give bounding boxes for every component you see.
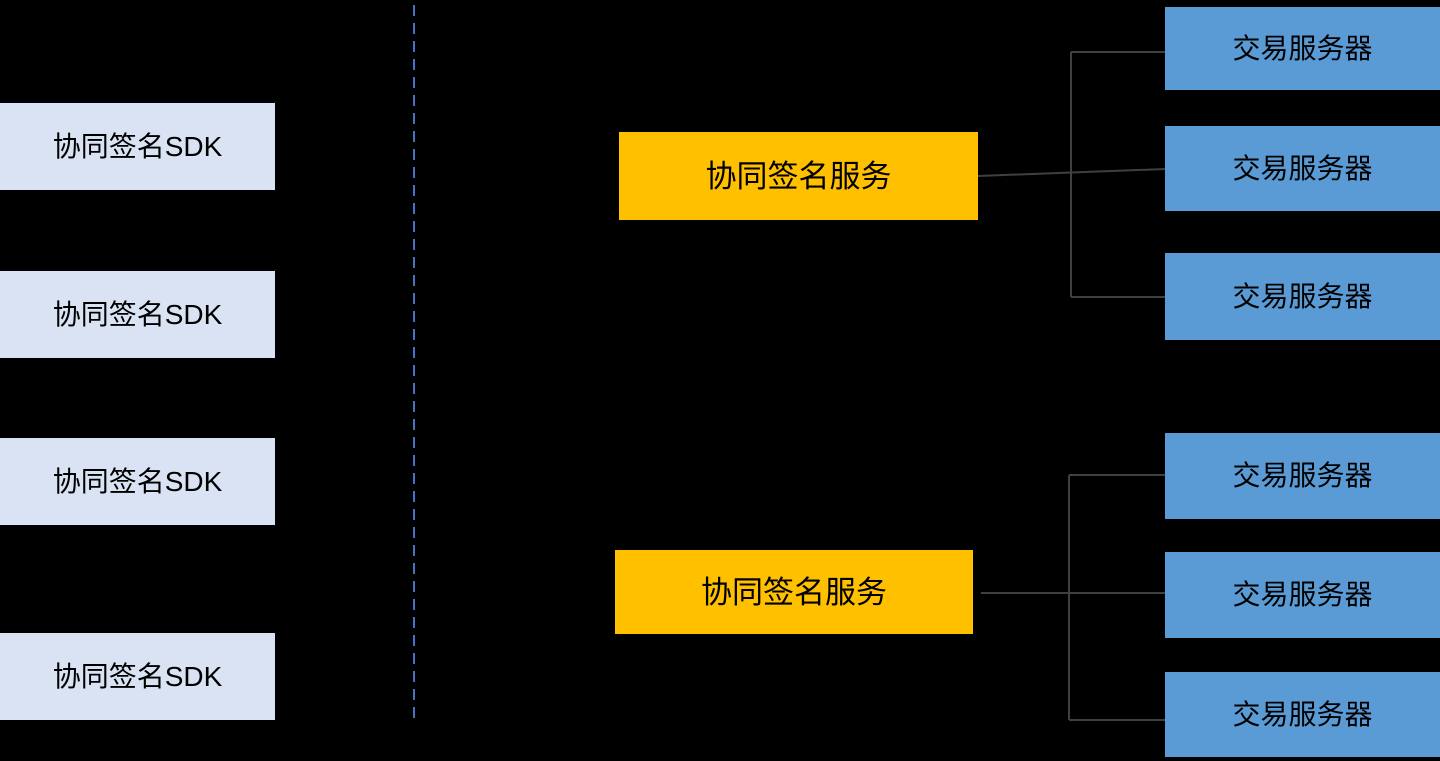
sdk-node-1-label: 协同签名SDK xyxy=(52,130,223,162)
server-node-3-label: 交易服务器 xyxy=(1232,280,1373,312)
sdk-node-4: 协同签名SDK xyxy=(0,633,275,720)
sdk-node-3: 协同签名SDK xyxy=(0,438,275,525)
server-node-6: 交易服务器 xyxy=(1165,672,1440,757)
sdk-node-3-label: 协同签名SDK xyxy=(52,465,223,497)
sdk-node-1: 协同签名SDK xyxy=(0,103,275,190)
service-node-2-label: 协同签名服务 xyxy=(701,574,887,610)
sdk-node-2-label: 协同签名SDK xyxy=(52,298,223,330)
server-node-1: 交易服务器 xyxy=(1165,7,1440,90)
server-node-6-label: 交易服务器 xyxy=(1232,698,1373,730)
server-node-3: 交易服务器 xyxy=(1165,253,1440,340)
sdk-node-2: 协同签名SDK xyxy=(0,271,275,358)
service-node-1-label: 协同签名服务 xyxy=(705,158,892,194)
sdk-node-4-label: 协同签名SDK xyxy=(52,660,223,692)
server-node-2-label: 交易服务器 xyxy=(1232,152,1373,184)
server-node-4-label: 交易服务器 xyxy=(1232,460,1373,491)
service-node-1: 协同签名服务 xyxy=(619,132,978,220)
server-node-5: 交易服务器 xyxy=(1165,552,1440,638)
server-node-1-label: 交易服务器 xyxy=(1232,32,1373,64)
server-node-2: 交易服务器 xyxy=(1165,126,1440,211)
service-node-2: 协同签名服务 xyxy=(615,550,973,634)
server-node-5-label: 交易服务器 xyxy=(1232,579,1373,610)
server-node-4: 交易服务器 xyxy=(1165,433,1440,519)
